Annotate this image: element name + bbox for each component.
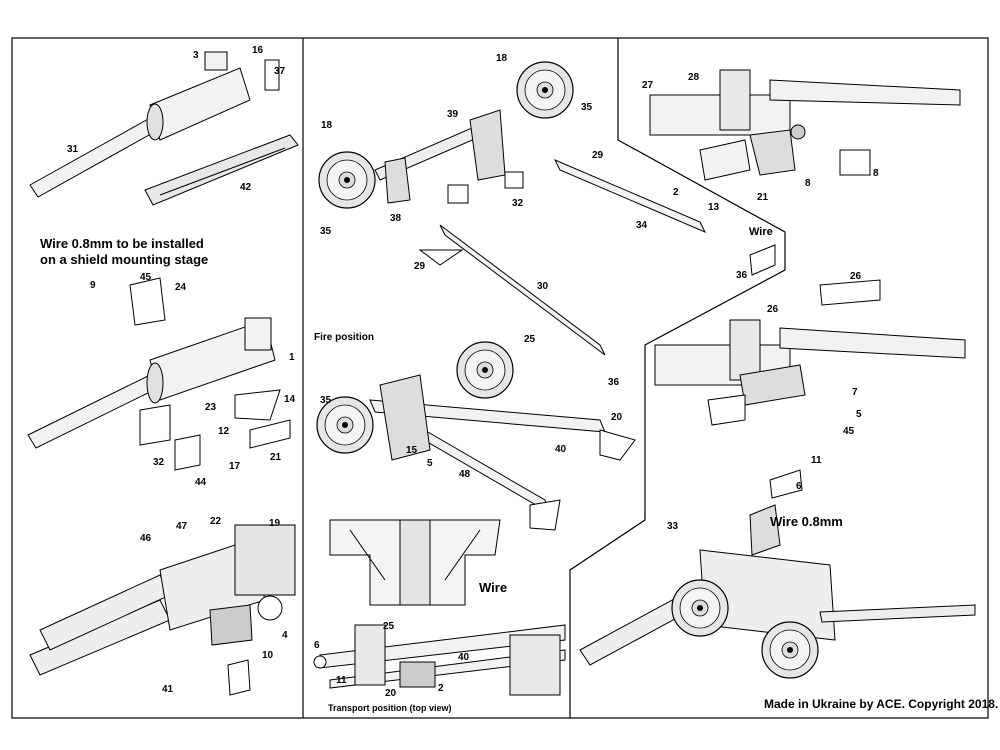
callout-35-top: 35 bbox=[581, 102, 593, 113]
callout-23: 23 bbox=[205, 402, 217, 413]
wire-label-center: Wire bbox=[479, 580, 508, 595]
callout-44: 44 bbox=[195, 477, 207, 488]
wire-note-line1: Wire 0.8mm to be installed bbox=[40, 236, 204, 251]
fire-position-label: Fire position bbox=[314, 332, 374, 343]
callout-5-mid: 5 bbox=[427, 458, 433, 469]
cradle-drawing bbox=[649, 69, 961, 181]
callout-45-right: 45 bbox=[843, 426, 855, 437]
callout-26-bottom: 26 bbox=[767, 304, 779, 315]
callout-24: 24 bbox=[175, 282, 187, 293]
callout-34: 34 bbox=[636, 220, 648, 231]
callout-35-bottom: 35 bbox=[320, 395, 332, 406]
callout-32-center: 32 bbox=[512, 198, 524, 209]
callout-5-right: 5 bbox=[856, 409, 862, 420]
callout-37: 37 bbox=[274, 66, 286, 77]
callout-11-right: 11 bbox=[811, 455, 822, 466]
wire-note-line2: on a shield mounting stage bbox=[40, 252, 209, 267]
callout-4: 4 bbox=[282, 630, 288, 641]
transport-position-drawing bbox=[313, 624, 566, 696]
callout-25-bottom: 25 bbox=[383, 621, 395, 632]
callout-20-mid: 20 bbox=[611, 412, 623, 423]
callout-19: 19 bbox=[269, 518, 281, 529]
wire-08-label: Wire 0.8mm bbox=[770, 514, 843, 529]
callout-25-mid: 25 bbox=[524, 334, 536, 345]
callout-8-right: 8 bbox=[873, 168, 879, 179]
callout-36-top: 36 bbox=[736, 270, 748, 281]
callout-21: 21 bbox=[270, 452, 282, 463]
wire-label-trail: Wire bbox=[749, 226, 773, 238]
shield-mounting-drawing bbox=[27, 277, 291, 471]
callout-22: 22 bbox=[210, 516, 222, 527]
callout-29-mid: 29 bbox=[414, 261, 426, 272]
callout-38: 38 bbox=[390, 213, 402, 224]
callout-9: 9 bbox=[90, 280, 96, 291]
callout-15: 15 bbox=[406, 445, 418, 456]
upper-carriage-drawing bbox=[654, 279, 966, 426]
callout-18-right: 18 bbox=[496, 53, 508, 64]
callout-46: 46 bbox=[140, 533, 152, 544]
callout-7: 7 bbox=[852, 387, 858, 398]
callout-42: 42 bbox=[240, 182, 252, 193]
callout-18-left: 18 bbox=[321, 120, 333, 131]
callout-48: 48 bbox=[459, 469, 471, 480]
callout-3: 3 bbox=[193, 50, 199, 61]
callout-2-bottom: 2 bbox=[438, 683, 444, 694]
barrel-assembly-drawing bbox=[29, 51, 299, 206]
callout-1: 1 bbox=[289, 352, 295, 363]
callout-12: 12 bbox=[218, 426, 230, 437]
callout-40-mid: 40 bbox=[555, 444, 567, 455]
callout-33: 33 bbox=[667, 521, 679, 532]
callout-2-top: 2 bbox=[673, 187, 679, 198]
wheel-axle-drawing bbox=[318, 61, 574, 209]
callout-6-bottom: 6 bbox=[314, 640, 320, 651]
callout-32: 32 bbox=[153, 457, 165, 468]
callout-40-bottom: 40 bbox=[458, 652, 470, 663]
callout-14: 14 bbox=[284, 394, 296, 405]
callout-36-mid: 36 bbox=[608, 377, 620, 388]
callout-6-right: 6 bbox=[796, 481, 802, 492]
completed-gun-drawing bbox=[579, 469, 976, 679]
panel-borders bbox=[11, 37, 989, 719]
callout-16: 16 bbox=[252, 45, 264, 56]
callout-35-left: 35 bbox=[320, 226, 332, 237]
trail-drawing bbox=[316, 159, 776, 531]
callout-17: 17 bbox=[229, 461, 241, 472]
barrel-shield-assembly-drawing bbox=[29, 524, 296, 696]
callout-39: 39 bbox=[447, 109, 459, 120]
callout-41: 41 bbox=[162, 684, 174, 695]
callout-11-bottom: 11 bbox=[336, 675, 347, 686]
transport-position-label: Transport position (top view) bbox=[328, 703, 452, 713]
callout-10: 10 bbox=[262, 650, 274, 661]
callout-13: 13 bbox=[708, 202, 720, 213]
callout-28: 28 bbox=[688, 72, 700, 83]
callout-20-bottom: 20 bbox=[385, 688, 397, 699]
copyright-text: Made in Ukraine by ACE. Copyright 2018. bbox=[764, 697, 999, 711]
callout-27: 27 bbox=[642, 80, 654, 91]
callout-29-top: 29 bbox=[592, 150, 604, 161]
callout-47: 47 bbox=[176, 521, 188, 532]
callout-21-cradle: 21 bbox=[757, 192, 769, 203]
callout-8-left: 8 bbox=[805, 178, 811, 189]
callout-30: 30 bbox=[537, 281, 549, 292]
wire-detail-drawing bbox=[329, 519, 501, 606]
callout-31: 31 bbox=[67, 144, 79, 155]
callout-26-top: 26 bbox=[850, 271, 862, 282]
callout-45: 45 bbox=[140, 272, 152, 283]
